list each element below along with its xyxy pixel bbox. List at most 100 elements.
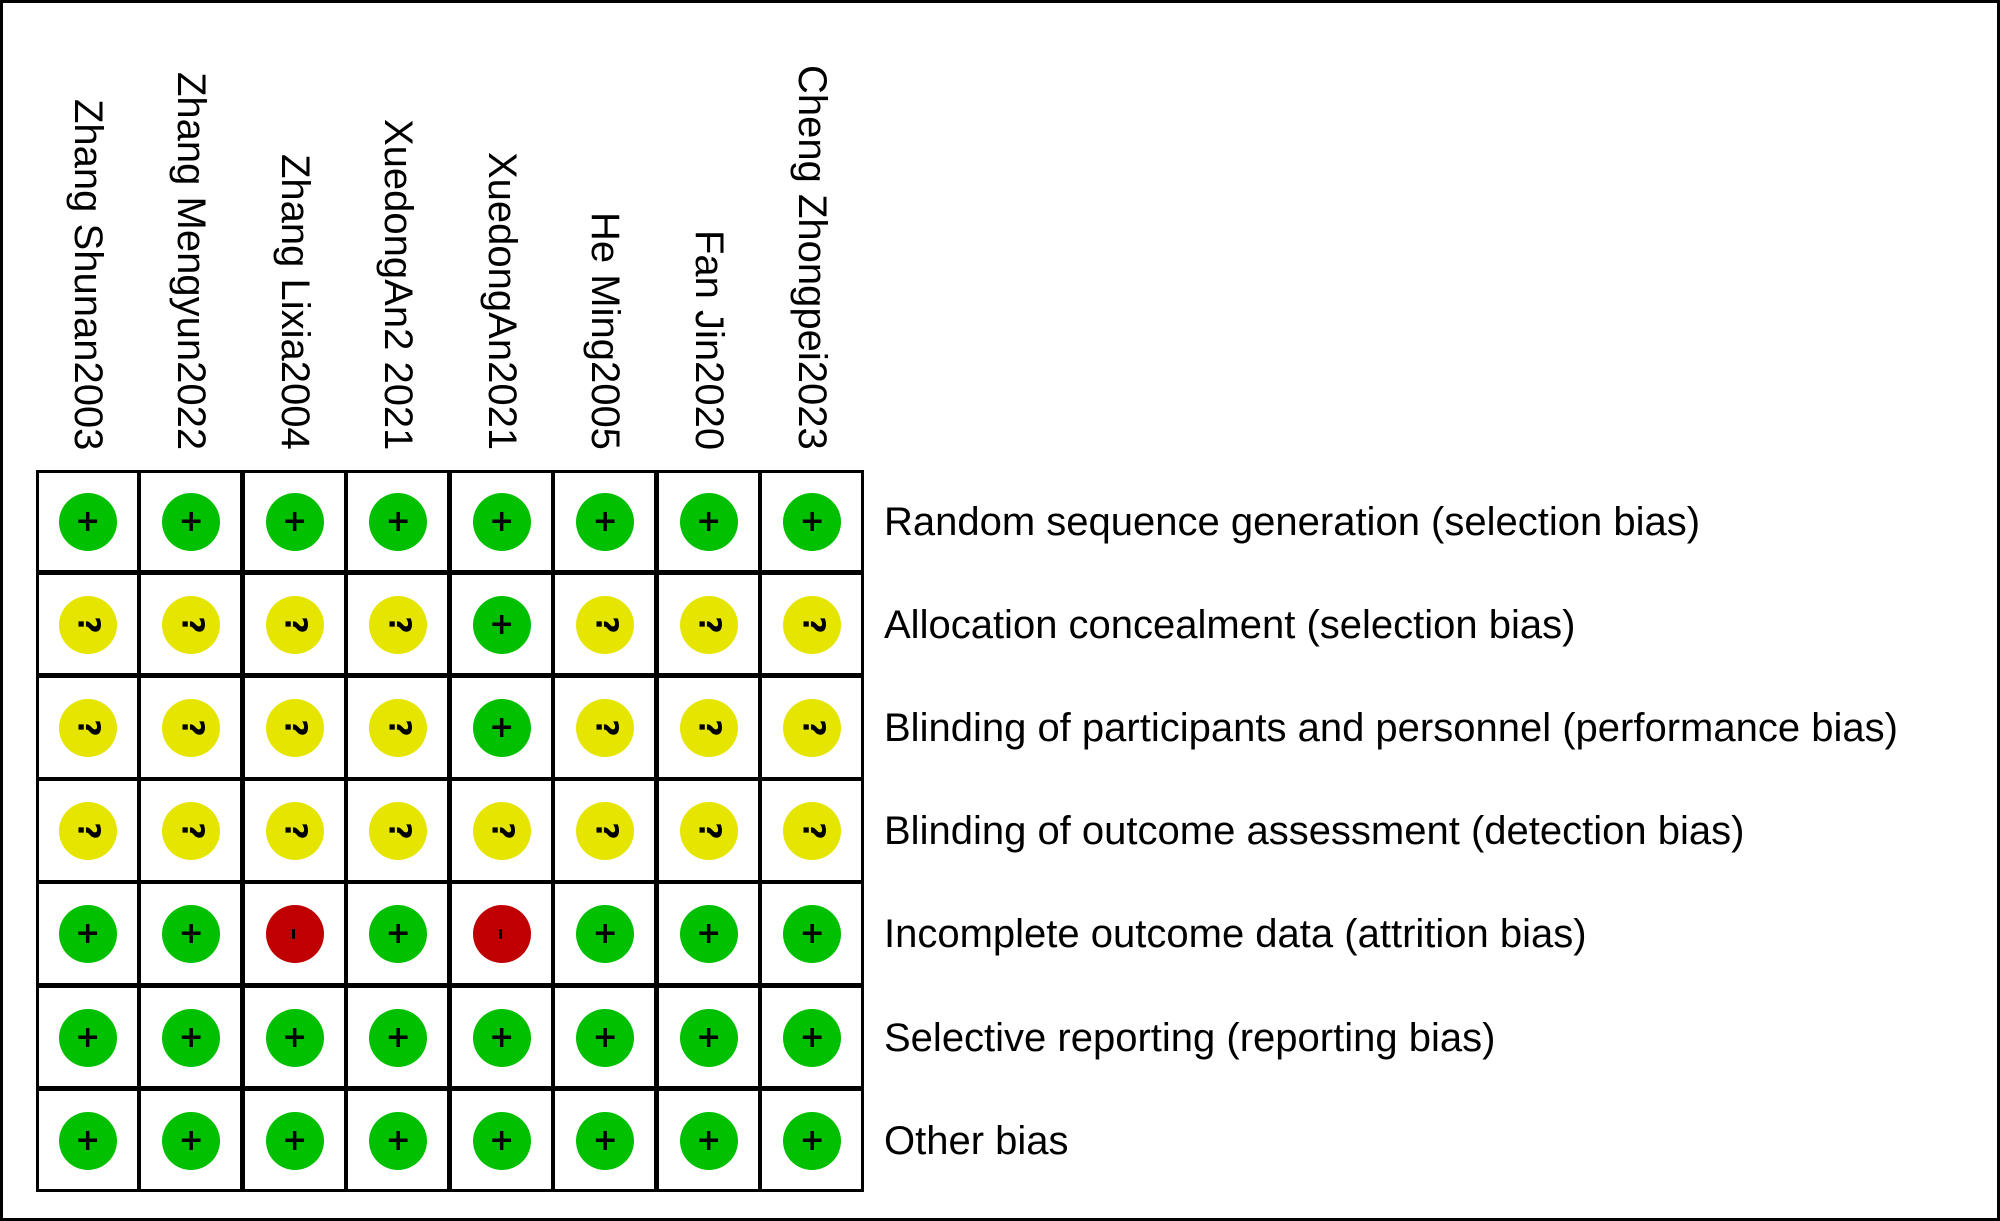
low-risk-icon: + — [679, 1111, 738, 1170]
low-risk-symbol: + — [489, 1019, 515, 1055]
low-risk-icon: + — [162, 1008, 221, 1067]
low-risk-symbol: + — [178, 1019, 204, 1055]
domain-label: Other bias — [884, 1118, 1069, 1163]
low-risk-symbol: + — [178, 1122, 204, 1158]
grid-cell — [138, 881, 243, 986]
study-label: Zhang Lixia2004 — [272, 154, 317, 450]
low-risk-symbol: + — [282, 1122, 308, 1158]
low-risk-symbol: + — [799, 503, 825, 539]
domain-label: Blinding of outcome assessment (detectio… — [884, 809, 1745, 854]
low-risk-icon: + — [472, 595, 531, 654]
low-risk-symbol: + — [178, 916, 204, 952]
unclear-risk-symbol: ? — [795, 822, 831, 840]
grid-cell — [36, 470, 140, 574]
low-risk-symbol: + — [799, 1019, 825, 1055]
low-risk-icon: + — [369, 492, 428, 551]
low-risk-symbol: + — [489, 1122, 515, 1158]
low-risk-icon: + — [265, 1111, 324, 1170]
unclear-risk-symbol: ? — [381, 616, 417, 634]
unclear-risk-icon: ? — [369, 699, 428, 757]
domain-label: Selective reporting (reporting bias) — [884, 1015, 1496, 1060]
unclear-risk-symbol: ? — [795, 719, 831, 737]
low-risk-symbol: + — [696, 916, 722, 952]
low-risk-icon: + — [265, 1008, 324, 1067]
unclear-risk-symbol: ? — [588, 822, 624, 840]
unclear-risk-symbol: ? — [70, 822, 106, 840]
low-risk-icon: + — [783, 492, 842, 551]
low-risk-symbol: + — [489, 503, 515, 539]
low-risk-symbol: + — [799, 1122, 825, 1158]
low-risk-symbol: + — [282, 1019, 308, 1055]
study-label: Fan Jin2020 — [686, 230, 731, 451]
unclear-risk-icon: ? — [576, 595, 635, 654]
unclear-risk-symbol: ? — [174, 719, 210, 737]
study-label: Zhang Shunan2003 — [65, 99, 110, 451]
high-risk-icon: – — [265, 905, 324, 964]
low-risk-icon: + — [472, 699, 531, 757]
unclear-risk-symbol: ? — [381, 822, 417, 840]
low-risk-icon: + — [679, 492, 738, 551]
unclear-risk-symbol: ? — [484, 822, 520, 840]
study-label: Zhang Mengyun2022 — [169, 72, 214, 451]
low-risk-symbol: + — [592, 503, 618, 539]
low-risk-icon: + — [472, 492, 531, 551]
low-risk-symbol: + — [489, 606, 515, 642]
low-risk-icon: + — [162, 1111, 221, 1170]
low-risk-symbol: + — [385, 916, 411, 952]
low-risk-symbol: + — [696, 1019, 722, 1055]
unclear-risk-icon: ? — [472, 802, 531, 861]
low-risk-symbol: + — [385, 1122, 411, 1158]
low-risk-icon: + — [783, 1111, 842, 1170]
unclear-risk-icon: ? — [576, 802, 635, 861]
unclear-risk-symbol: ? — [381, 719, 417, 737]
risk-of-bias-grid: ++++++++????+???????+???????????++–+–+++… — [36, 470, 864, 1193]
low-risk-symbol: + — [385, 1019, 411, 1055]
low-risk-icon: + — [58, 492, 117, 551]
domain-label: Blinding of participants and personnel (… — [884, 706, 1898, 750]
low-risk-symbol: + — [696, 1122, 722, 1158]
low-risk-icon: + — [576, 492, 635, 551]
unclear-risk-symbol: ? — [277, 822, 313, 840]
unclear-risk-symbol: ? — [588, 719, 624, 737]
domain-label: Random sequence generation (selection bi… — [884, 499, 1701, 544]
unclear-risk-symbol: ? — [70, 616, 106, 634]
unclear-risk-icon: ? — [679, 699, 738, 757]
unclear-risk-symbol: ? — [174, 822, 210, 840]
low-risk-icon: + — [58, 1008, 117, 1067]
low-risk-symbol: + — [592, 1019, 618, 1055]
study-label: He Ming2005 — [583, 212, 628, 450]
high-risk-symbol: – — [280, 928, 309, 941]
unclear-risk-symbol: ? — [277, 719, 313, 737]
low-risk-icon: + — [58, 1111, 117, 1170]
low-risk-symbol: + — [385, 503, 411, 539]
unclear-risk-symbol: ? — [70, 719, 106, 737]
unclear-risk-icon: ? — [265, 699, 324, 757]
unclear-risk-icon: ? — [58, 595, 117, 654]
low-risk-symbol: + — [799, 916, 825, 952]
grid-cell — [36, 778, 140, 883]
grid-cell — [759, 470, 864, 574]
low-risk-symbol: + — [75, 503, 101, 539]
unclear-risk-symbol: ? — [174, 616, 210, 634]
low-risk-symbol: + — [75, 1122, 101, 1158]
low-risk-icon: + — [783, 905, 842, 964]
domain-label: Allocation concealment (selection bias) — [884, 602, 1576, 647]
low-risk-icon: + — [265, 492, 324, 551]
unclear-risk-icon: ? — [679, 595, 738, 654]
low-risk-symbol: + — [592, 916, 618, 952]
low-risk-icon: + — [162, 492, 221, 551]
unclear-risk-symbol: ? — [691, 719, 727, 737]
low-risk-icon: + — [679, 905, 738, 964]
low-risk-icon: + — [162, 905, 221, 964]
low-risk-symbol: + — [75, 916, 101, 952]
high-risk-icon: – — [472, 905, 531, 964]
unclear-risk-icon: ? — [576, 699, 635, 757]
unclear-risk-symbol: ? — [588, 616, 624, 634]
study-label: XuedongAn2021 — [479, 152, 524, 451]
unclear-risk-icon: ? — [265, 802, 324, 861]
low-risk-icon: + — [783, 1008, 842, 1067]
unclear-risk-icon: ? — [783, 699, 842, 757]
low-risk-icon: + — [472, 1111, 531, 1170]
low-risk-icon: + — [576, 1111, 635, 1170]
